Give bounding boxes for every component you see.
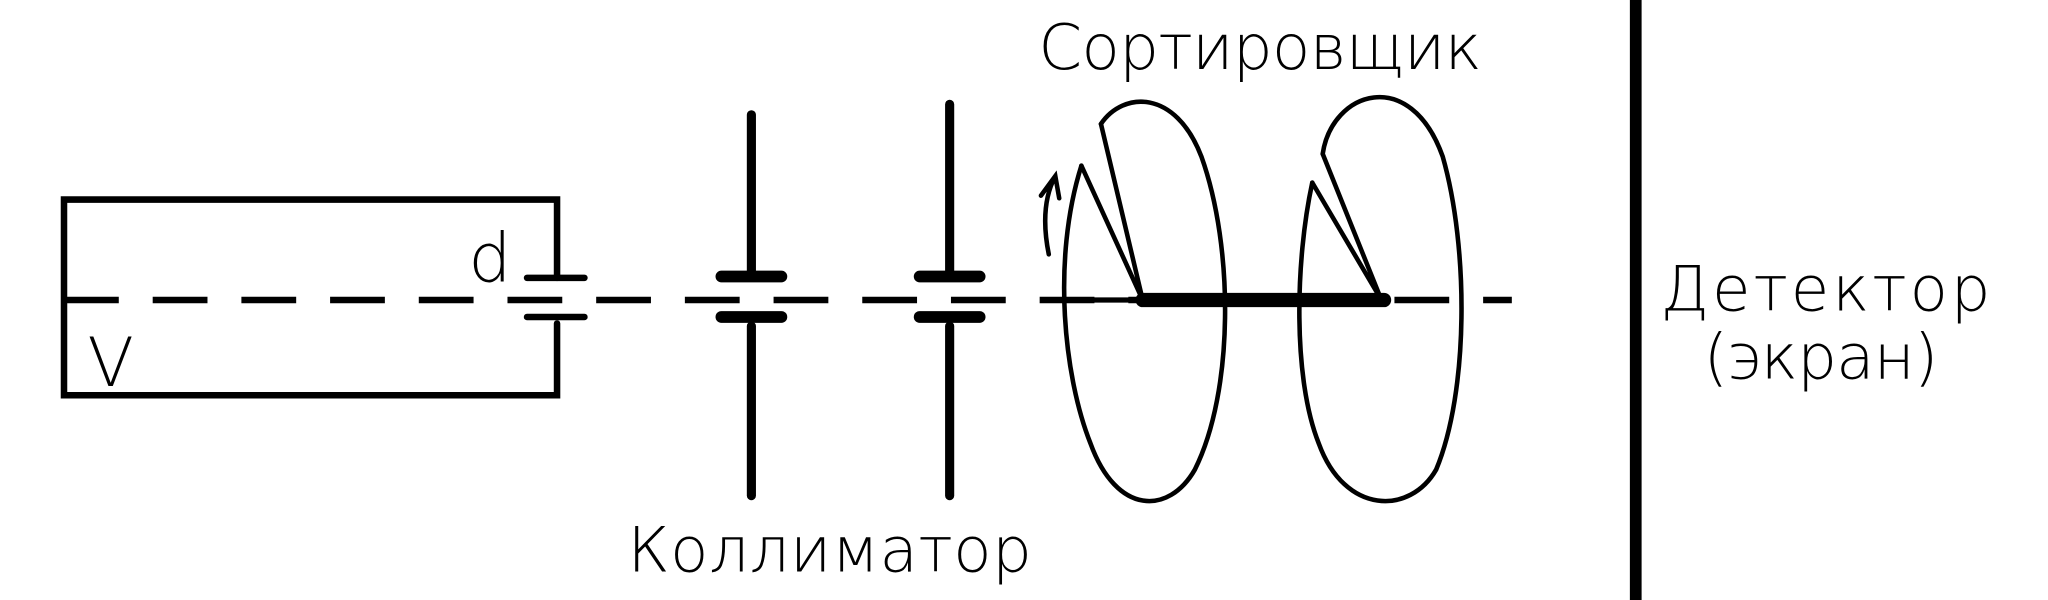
detector-label: Детектор bbox=[1661, 252, 1991, 325]
collimator bbox=[715, 99, 986, 501]
detector-sublabel: (экран) bbox=[1704, 320, 1939, 393]
collimator-label: Коллиматор bbox=[627, 513, 1031, 586]
velocity-label: V bbox=[87, 323, 133, 402]
rotation-arrow-icon bbox=[1038, 170, 1062, 257]
gap-label: d bbox=[468, 219, 511, 298]
sorter bbox=[1038, 95, 1464, 504]
sorter-label: Сортировщик bbox=[1038, 11, 1481, 84]
